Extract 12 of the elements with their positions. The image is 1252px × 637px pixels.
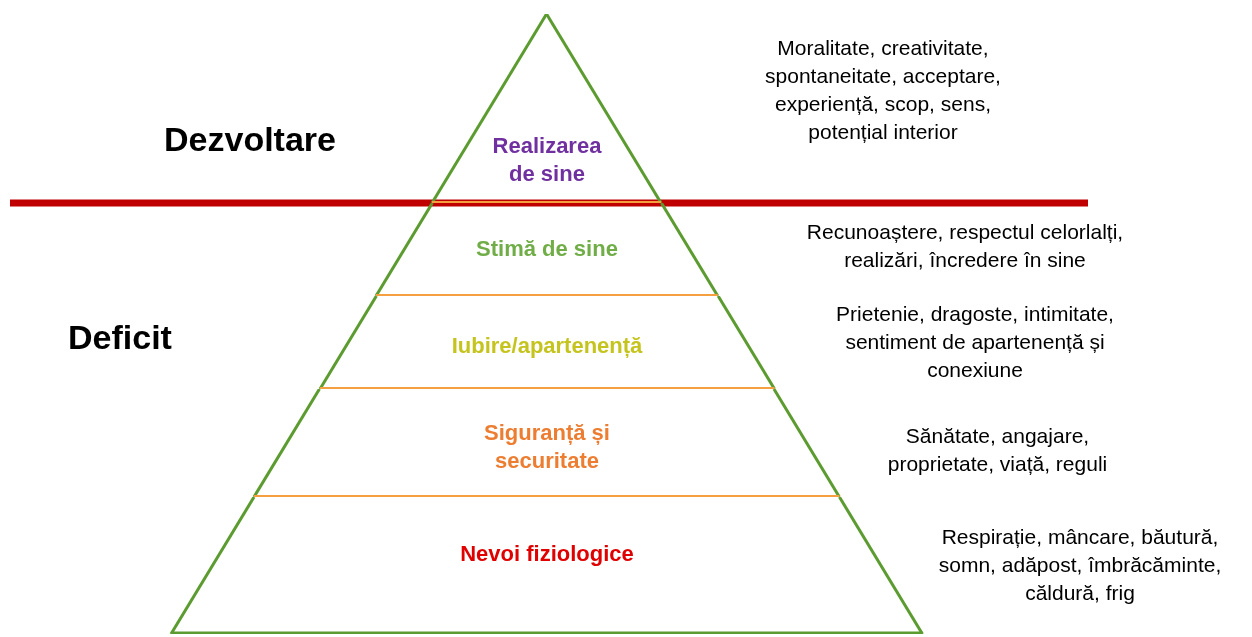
level-description: Moralitate, creativitate, spontaneitate, acceptare, experiență, scop, sens, potențial interior — [764, 35, 1002, 145]
zone-label: Deficit — [67, 317, 173, 358]
level-description: Recunoaștere, respectul celorlalți, realizări, încredere în sine — [805, 219, 1125, 273]
zone-label: Dezvoltare — [163, 119, 337, 160]
level-label: Stimă de sine — [475, 235, 619, 263]
level-label: Realizarea de sine — [491, 132, 603, 188]
level-description: Sănătate, angajare, proprietate, viață, reguli — [886, 423, 1109, 477]
level-label: Iubire/apartenență — [450, 332, 644, 360]
level-label: Nevoi fiziologice — [459, 540, 635, 568]
level-description: Respirație, mâncare, băutură, somn, adăpost, îmbrăcăminte, căldură, frig — [937, 524, 1223, 606]
level-description: Prietenie, dragoste, intimitate, sentiment de apartenență și conexiune — [835, 301, 1115, 383]
level-label: Siguranță și securitate — [483, 419, 611, 475]
